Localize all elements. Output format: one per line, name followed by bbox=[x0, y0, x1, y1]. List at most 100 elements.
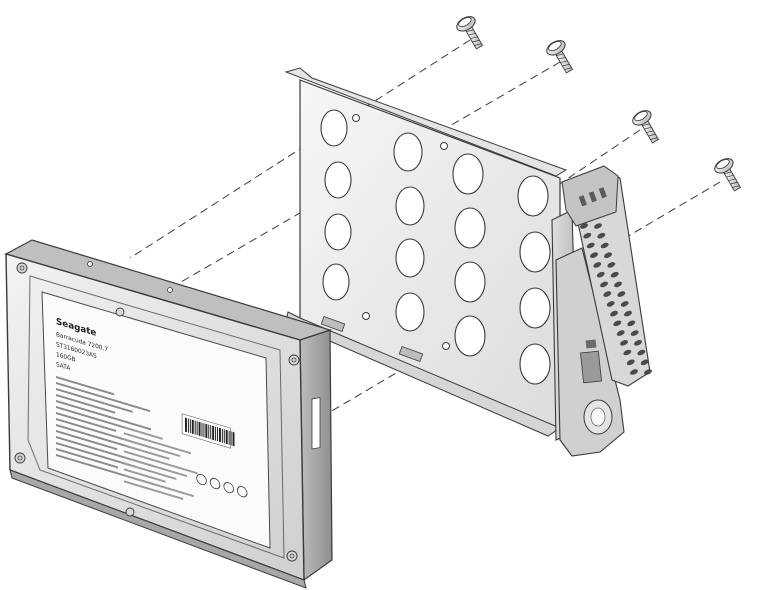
drive-screw-icon bbox=[16, 262, 28, 274]
lever-slot bbox=[593, 262, 602, 268]
fine-print-line bbox=[123, 462, 177, 480]
lever-slot bbox=[606, 301, 615, 307]
vent-hole bbox=[454, 315, 486, 357]
lever-slot bbox=[616, 330, 625, 336]
vent-hole bbox=[320, 109, 348, 147]
fine-print-line bbox=[123, 444, 170, 460]
barcode-bar bbox=[218, 427, 221, 443]
lever-slot bbox=[597, 232, 606, 239]
barcode-bar bbox=[217, 427, 218, 442]
barcode-bar bbox=[203, 423, 205, 438]
lever-slot bbox=[626, 359, 635, 366]
fine-print-line bbox=[56, 376, 115, 396]
label-fine-print bbox=[56, 376, 198, 500]
barcode-bar bbox=[194, 420, 196, 435]
fine-print-line bbox=[123, 450, 198, 475]
lever-slot bbox=[640, 359, 649, 366]
lever-slot bbox=[610, 310, 618, 317]
bracket-tab bbox=[320, 315, 346, 333]
screw-icon bbox=[456, 16, 484, 50]
fine-print-line bbox=[56, 442, 136, 468]
fine-print-line bbox=[56, 448, 119, 469]
barcode-bar bbox=[208, 424, 210, 439]
barcode-bar bbox=[201, 422, 203, 437]
drive-screw-icon bbox=[288, 354, 300, 366]
barcode-bar bbox=[187, 418, 189, 433]
vent-hole bbox=[324, 213, 352, 251]
lever-slot bbox=[637, 349, 646, 356]
lever-slot bbox=[594, 223, 602, 229]
hard-drive: Seagate Barracuda 7200.7 ST3160023AS 160… bbox=[4, 239, 333, 589]
barcode-bar bbox=[215, 426, 217, 441]
cert-icon bbox=[237, 486, 248, 498]
barcode-bar bbox=[191, 419, 194, 435]
lever-slot bbox=[613, 320, 622, 327]
vent-hole bbox=[519, 287, 551, 329]
barcode-bar bbox=[185, 417, 187, 433]
screw-icon bbox=[714, 158, 742, 192]
drive-cover-outline bbox=[27, 275, 285, 559]
cert-icon bbox=[223, 481, 234, 494]
lever-slot bbox=[623, 349, 632, 356]
fine-print-line bbox=[56, 382, 151, 413]
lever-slot bbox=[614, 281, 622, 288]
lever-slot bbox=[630, 330, 639, 336]
lever-slot bbox=[610, 271, 619, 278]
mount-hole bbox=[442, 342, 450, 350]
bracket-tab bbox=[398, 345, 424, 363]
vent-hole bbox=[454, 261, 486, 303]
fine-print-line bbox=[56, 394, 116, 414]
lever-slot bbox=[580, 223, 588, 229]
lever-perforations bbox=[580, 223, 652, 375]
mount-hole bbox=[440, 142, 448, 150]
lever-slot bbox=[603, 291, 612, 297]
lever-slot bbox=[607, 262, 616, 268]
vent-hole bbox=[395, 186, 425, 226]
barcode-bar bbox=[196, 421, 198, 436]
barcode-bar bbox=[198, 421, 201, 437]
barcode-bar bbox=[210, 425, 212, 440]
fine-print-line bbox=[123, 480, 184, 500]
lever-slot bbox=[590, 252, 598, 259]
fine-print-line bbox=[56, 412, 117, 432]
vent-hole bbox=[454, 207, 486, 249]
lever-slot bbox=[630, 369, 638, 375]
barcode-bar bbox=[221, 428, 223, 443]
barcode-bar bbox=[228, 430, 230, 445]
drive-side-edge bbox=[299, 329, 333, 582]
lever-slot bbox=[604, 252, 612, 259]
bracket-top-flange bbox=[284, 67, 568, 177]
barcode-bar bbox=[189, 419, 191, 434]
vent-hole bbox=[517, 175, 549, 217]
screws bbox=[456, 16, 742, 192]
fine-print-line bbox=[56, 406, 134, 432]
barcode-bar bbox=[230, 431, 232, 446]
lever-slot bbox=[620, 301, 629, 307]
fine-print-line bbox=[123, 432, 191, 455]
vent-hole bbox=[395, 238, 425, 278]
lever-slot bbox=[624, 310, 632, 317]
fine-print-line bbox=[123, 468, 166, 483]
cert-icon bbox=[209, 477, 221, 490]
lever-slot bbox=[617, 291, 626, 297]
barcode-bar bbox=[205, 423, 208, 439]
lock-slot bbox=[580, 350, 602, 384]
fine-print-line bbox=[123, 456, 187, 478]
drive-label bbox=[41, 291, 271, 549]
barcode-bar bbox=[223, 429, 225, 444]
vent-hole bbox=[322, 263, 350, 301]
drive-screw-icon bbox=[125, 507, 135, 517]
lever-slot bbox=[600, 281, 608, 288]
barcode-bar bbox=[232, 431, 235, 447]
fine-print-line bbox=[56, 430, 118, 451]
mount-hole bbox=[352, 114, 360, 122]
lever-slot bbox=[596, 271, 605, 278]
barcode-bar bbox=[225, 429, 228, 445]
drive-screw-icon bbox=[286, 550, 298, 562]
vent-hole bbox=[393, 132, 423, 172]
drive-screw-icon bbox=[115, 307, 125, 317]
drive-label-line: SATA bbox=[56, 361, 71, 373]
vent-hole bbox=[519, 231, 551, 273]
